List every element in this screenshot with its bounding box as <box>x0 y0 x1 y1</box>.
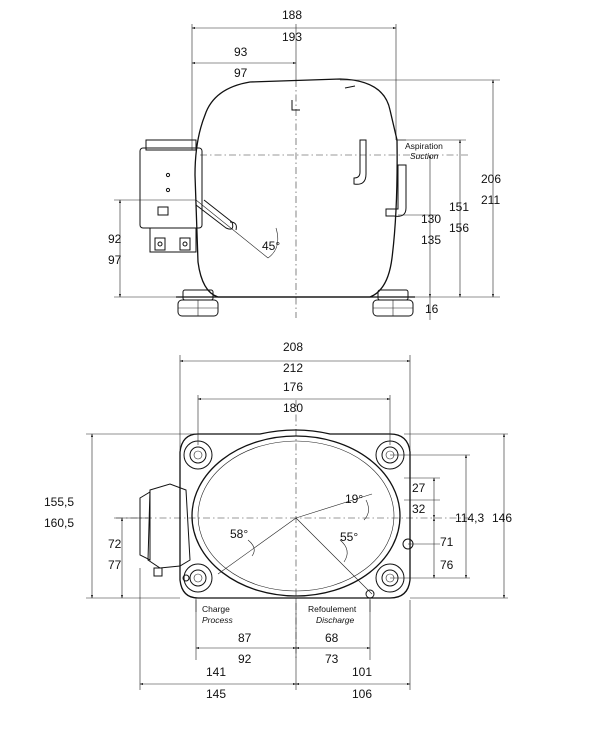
discharge-label-fr: Refoulement <box>308 604 357 614</box>
charge-label-fr: Charge <box>202 604 230 614</box>
dim-side-211: 211 <box>481 193 500 207</box>
dim-side-135: 135 <box>421 233 441 247</box>
charge-label-en: Process <box>202 615 233 625</box>
top-angle-19: 19° <box>345 492 363 506</box>
dim-top-160-5: 160,5 <box>44 516 74 530</box>
top-angle-55: 55° <box>340 530 358 544</box>
dim-top-212: 212 <box>283 361 303 375</box>
dim-side-206: 206 <box>481 172 501 186</box>
terminal-box <box>139 139 203 253</box>
dim-top-92: 92 <box>238 652 252 666</box>
top-angle-58: 58° <box>230 527 248 541</box>
dim-top-106: 106 <box>352 687 372 701</box>
shell-ellipse <box>191 435 401 597</box>
mount-hole-bl <box>183 563 213 593</box>
process-stub <box>182 574 190 582</box>
dim-side-97-left: 97 <box>108 253 122 267</box>
dim-side-156: 156 <box>449 221 469 235</box>
compressor-shell <box>194 78 398 298</box>
suction-label-fr: Aspiration <box>405 141 443 151</box>
suction-label-en: Suction <box>410 151 439 161</box>
base-plate <box>179 429 411 599</box>
dim-top-145: 145 <box>206 687 226 701</box>
side-view: 45° 188 193 93 97 206 211 151 156 130 13… <box>108 8 501 320</box>
discharge-label-en: Discharge <box>316 615 355 625</box>
dim-top-208: 208 <box>283 340 303 354</box>
dim-side-16: 16 <box>425 302 439 316</box>
top-view: 55° 19° 58° 208 212 176 180 155,5 160,5 … <box>44 340 512 701</box>
dim-top-73: 73 <box>325 652 339 666</box>
dim-side-151: 151 <box>449 200 469 214</box>
dim-side-188: 188 <box>282 8 302 22</box>
dim-top-114-3: 114,3 <box>455 511 484 525</box>
dim-top-87: 87 <box>238 631 252 645</box>
dim-side-97: 97 <box>234 66 248 80</box>
mount-hole-tl <box>183 440 213 470</box>
right-foot <box>372 289 414 317</box>
dim-side-193: 193 <box>282 30 302 44</box>
dim-top-27: 27 <box>412 481 426 495</box>
suction-pipe <box>353 139 407 217</box>
terminal-box-top <box>139 483 191 577</box>
dim-top-141: 141 <box>206 665 226 679</box>
dim-top-68: 68 <box>325 631 339 645</box>
discharge-stub <box>365 589 375 599</box>
dim-side-93: 93 <box>234 45 248 59</box>
dim-top-176: 176 <box>283 380 303 394</box>
dim-top-71: 71 <box>440 535 454 549</box>
dim-top-32: 32 <box>412 502 426 516</box>
dim-side-92: 92 <box>108 232 122 246</box>
left-foot <box>177 289 219 317</box>
dim-top-77: 77 <box>108 558 122 572</box>
dim-top-146: 146 <box>492 511 512 525</box>
dim-top-72: 72 <box>108 537 122 551</box>
side-angle-45: 45° <box>262 239 280 253</box>
dim-top-155-5: 155,5 <box>44 495 74 509</box>
dim-top-101: 101 <box>352 665 372 679</box>
dim-top-180: 180 <box>283 401 303 415</box>
dim-side-130: 130 <box>421 212 441 226</box>
dim-top-76: 76 <box>440 558 454 572</box>
